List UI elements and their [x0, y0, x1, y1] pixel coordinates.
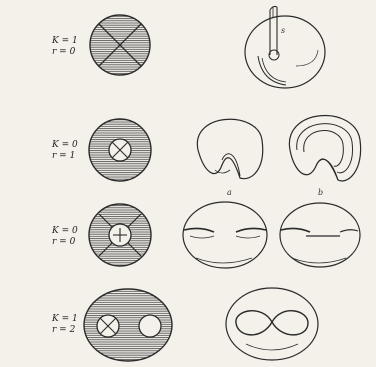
row3-annulus-cut: [89, 204, 151, 266]
row1-k-label: K = 1: [52, 36, 78, 47]
row3-r-label: r = 0: [52, 237, 78, 248]
row3-ellipsoid-a: [183, 202, 267, 268]
subfigure-b-label: b: [318, 188, 323, 197]
row4-label: K = 1 r = 2: [52, 314, 78, 336]
row1-r-label: r = 0: [52, 47, 78, 58]
row2-mobius-band: [197, 119, 262, 178]
row2-annulus: [89, 119, 151, 181]
row2-label: K = 0 r = 1: [52, 140, 78, 162]
row1-disk-crosscap: [90, 15, 150, 75]
row4-r-label: r = 2: [52, 325, 78, 336]
subfigure-a-label: a: [227, 188, 232, 197]
row3-k-label: K = 0: [52, 226, 78, 237]
row2-layered-band: [289, 116, 360, 181]
row2-r-label: r = 1: [52, 151, 78, 162]
row3-label: K = 0 r = 0: [52, 226, 78, 248]
row4-k-label: K = 1: [52, 314, 78, 325]
row1-label: K = 1 r = 0: [52, 36, 78, 58]
row4-double-hole: [84, 289, 172, 361]
row2-k-label: K = 0: [52, 140, 78, 151]
row1-surface-slit: [245, 6, 325, 88]
slit-annotation-s: s: [281, 26, 285, 35]
row3-ellipsoid-b: [280, 203, 360, 267]
row4-figure-eight: [226, 288, 318, 360]
